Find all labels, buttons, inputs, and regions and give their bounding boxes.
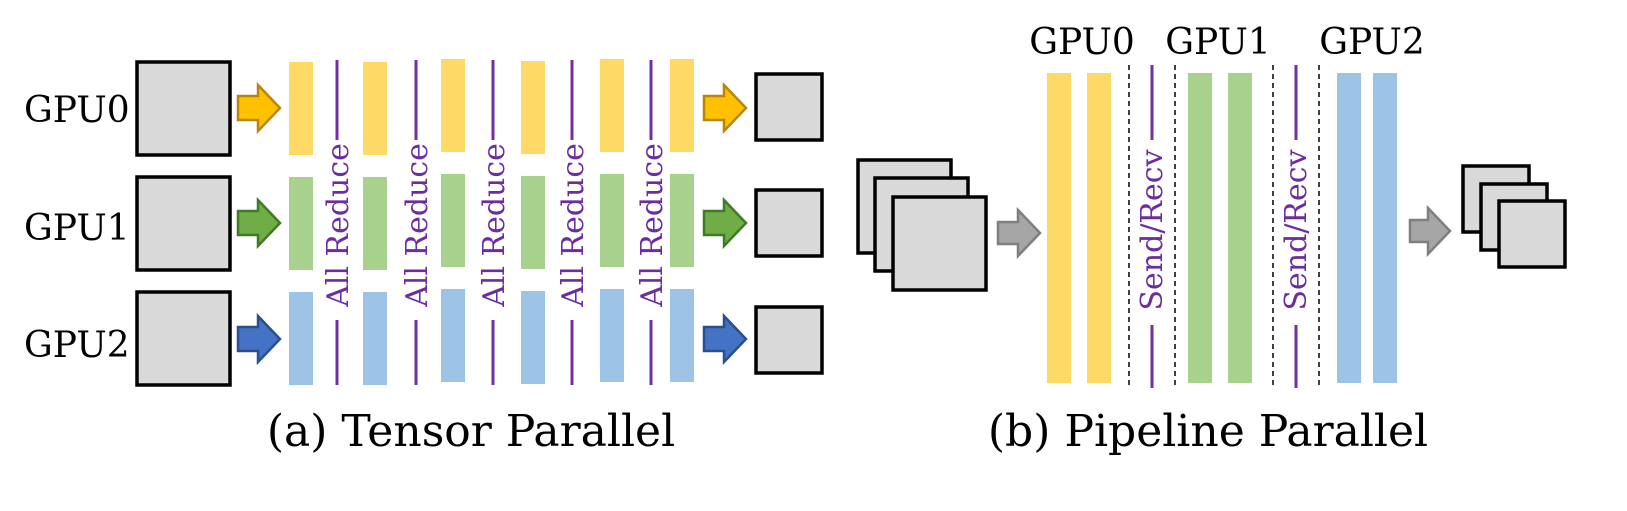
tensor-bar-gpu2-6: [670, 289, 694, 382]
pipeline-bar-gpu1-2: [1228, 73, 1252, 383]
pipeline-bar-gpu1-1: [1188, 73, 1212, 383]
pipeline-output-stack-front: [1497, 199, 1567, 269]
tensor-bar-gpu1-1: [289, 177, 313, 270]
tensor-caption: (a) Tensor Parallel: [267, 406, 675, 457]
tensor-bar-gpu0-5: [600, 59, 624, 152]
tensor-input-box-gpu1: [135, 175, 232, 272]
pipeline-input-arrow: [996, 206, 1042, 260]
tensor-output-arrow-gpu2: [702, 312, 748, 366]
pipeline-output-arrow: [1408, 204, 1452, 258]
tensor-output-box-gpu0: [754, 72, 824, 142]
all-reduce-3-label: All Reduce: [477, 143, 512, 308]
pipeline-caption: (b) Pipeline Parallel: [988, 406, 1428, 457]
pipeline-bar-gpu2-2: [1373, 73, 1397, 383]
tensor-input-box-gpu0: [135, 60, 232, 157]
send-recv-2-label: Send/Recv: [1279, 149, 1314, 310]
all-reduce-3: All Reduce: [477, 60, 512, 385]
tensor-output-box-gpu2: [754, 305, 824, 375]
all-reduce-4: All Reduce: [556, 60, 591, 385]
all-reduce-2-label: All Reduce: [400, 143, 435, 308]
all-reduce-1-label: All Reduce: [321, 143, 356, 308]
tensor-bar-gpu0-1: [289, 62, 313, 155]
all-reduce-5: All Reduce: [635, 60, 670, 385]
send-recv-1-label: Send/Recv: [1135, 149, 1170, 310]
send-recv-1: Send/Recv: [1135, 65, 1170, 388]
all-reduce-4-label: All Reduce: [556, 143, 591, 308]
all-reduce-1: All Reduce: [321, 60, 356, 385]
tensor-bar-gpu1-3: [441, 174, 465, 267]
tensor-bar-gpu2-1: [289, 292, 313, 385]
tensor-parallel-panel: GPU0 GPU1 GPU2: [24, 59, 824, 457]
tensor-input-box-gpu2: [135, 290, 232, 387]
tensor-gpu0-label: GPU0: [24, 90, 130, 131]
pipeline-gpu1-label: GPU1: [1165, 22, 1271, 63]
all-reduce-2: All Reduce: [400, 60, 435, 385]
tensor-bar-gpu0-3: [441, 59, 465, 152]
send-recv-2: Send/Recv: [1279, 65, 1314, 388]
pipeline-gpu0-label: GPU0: [1029, 22, 1135, 63]
tensor-bar-gpu0-4: [521, 61, 545, 154]
tensor-bar-gpu1-4: [521, 176, 545, 269]
tensor-bar-gpu1-5: [600, 174, 624, 267]
pipeline-bar-gpu2-1: [1337, 73, 1361, 383]
tensor-bar-gpu2-2: [363, 292, 387, 385]
pipeline-bar-gpu0-1: [1047, 73, 1071, 383]
tensor-input-arrow-gpu1: [236, 196, 282, 250]
tensor-output-box-gpu1: [754, 188, 824, 258]
tensor-gpu1-label: GPU1: [24, 208, 130, 249]
tensor-bar-gpu2-5: [600, 289, 624, 382]
tensor-input-arrow-gpu2: [236, 312, 282, 366]
tensor-output-arrow-gpu1: [702, 196, 748, 250]
pipeline-bar-gpu0-2: [1087, 73, 1111, 383]
tensor-bar-gpu2-4: [521, 291, 545, 384]
tensor-output-arrow-gpu0: [702, 81, 748, 135]
tensor-bar-gpu0-6: [670, 59, 694, 152]
pipeline-gpu2-label: GPU2: [1319, 22, 1425, 63]
tensor-bar-gpu0-2: [363, 62, 387, 155]
tensor-bar-gpu2-3: [441, 289, 465, 382]
pipeline-parallel-panel: GPU0 GPU1 GPU2 Send/Recv Send/Recv: [856, 22, 1567, 457]
pipeline-input-stack-front: [891, 195, 988, 292]
all-reduce-5-label: All Reduce: [635, 143, 670, 308]
tensor-gpu2-label: GPU2: [24, 325, 130, 366]
tensor-bar-gpu1-2: [363, 177, 387, 270]
tensor-bar-gpu1-6: [670, 174, 694, 267]
tensor-input-arrow-gpu0: [236, 81, 282, 135]
